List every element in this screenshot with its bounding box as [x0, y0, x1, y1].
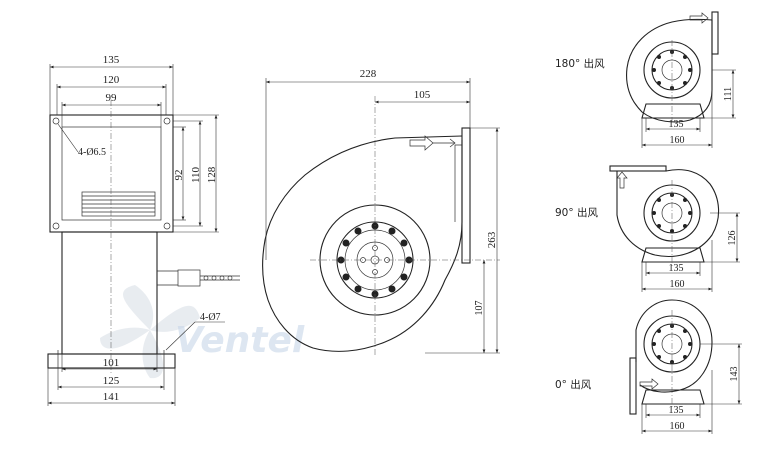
airflow-arrow-icon: [616, 171, 628, 189]
variant-180: 180° 出风 111 135 160: [555, 11, 736, 148]
variant-90-w2: 160: [670, 279, 685, 290]
hole-label-bottom: 4-Ø7: [200, 312, 221, 323]
dim-125: 125: [103, 375, 120, 387]
flange-hole: [163, 222, 171, 230]
dim-99: 99: [106, 92, 118, 104]
variant-90-height: 126: [727, 231, 738, 246]
watermark-text: Ventel: [175, 320, 305, 361]
variant-0-flange: [629, 357, 637, 415]
impeller-blades: [81, 191, 156, 217]
flange-hole: [52, 117, 60, 125]
dim-228: 228: [360, 68, 377, 80]
dim-110: 110: [190, 166, 202, 183]
variant-90-flange: [609, 165, 667, 172]
variant-0-w2: 160: [670, 421, 685, 432]
dim-105: 105: [414, 89, 431, 101]
front-inner-opening: [61, 126, 162, 221]
variant-0-base: [641, 389, 705, 405]
dim-120: 120: [103, 74, 120, 86]
power-cable: [157, 269, 240, 287]
variant-0-label: 0° 出风: [555, 378, 592, 391]
variant-180-flange: [711, 11, 719, 55]
front-view: 135 120 99 4-Ø6.5 92 110 128 4-Ø7 101: [47, 54, 240, 406]
dim-135: 135: [103, 54, 120, 66]
variant-90-w1: 135: [669, 263, 684, 274]
variant-180-label: 180° 出风: [555, 57, 605, 70]
dim-101: 101: [103, 357, 120, 369]
side-view: 228 105 263 107: [262, 68, 500, 355]
variant-180-w2: 160: [670, 135, 685, 146]
airflow-arrow-icon: [639, 378, 659, 390]
variant-0-height: 143: [729, 367, 740, 382]
outlet-flange: [461, 127, 471, 264]
dim-141: 141: [103, 391, 120, 403]
inlet-ring: [319, 204, 431, 316]
watermark-fan-icon: [100, 285, 200, 379]
variant-90: 90° 出风 126 135 160: [555, 165, 740, 292]
dim-128: 128: [206, 166, 218, 183]
dim-92: 92: [173, 170, 185, 181]
variant-180-w1: 135: [669, 119, 684, 130]
hole-label-top: 4-Ø6.5: [78, 147, 106, 158]
variant-90-label: 90° 出风: [555, 206, 598, 219]
flange-hole: [163, 117, 171, 125]
airflow-arrow-icon: [689, 12, 709, 24]
variant-180-base: [641, 103, 705, 119]
flange-hole: [52, 222, 60, 230]
dim-107: 107: [474, 301, 485, 316]
airflow-arrow-icon: [409, 135, 456, 151]
scroll-housing: [262, 135, 463, 352]
variant-0-w1: 135: [669, 405, 684, 416]
variant-180-height: 111: [723, 87, 734, 101]
variant-0: 0° 出风 143 135 160: [555, 299, 742, 434]
dim-263: 263: [486, 231, 498, 248]
front-flange: [49, 114, 174, 233]
